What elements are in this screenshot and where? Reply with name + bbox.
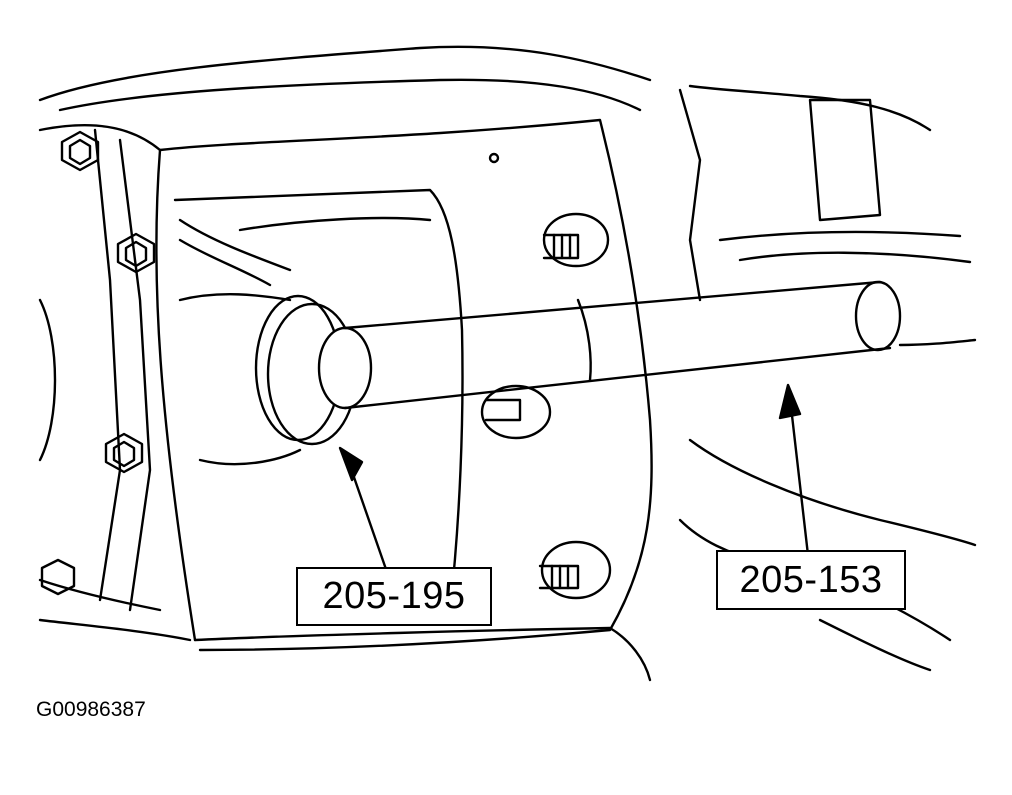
mounting-studs <box>480 152 612 600</box>
extension-housing <box>155 118 653 652</box>
transmission-case <box>38 123 162 612</box>
figure-id: G00986387 <box>36 698 146 721</box>
callout-205-195: 205-195 <box>296 567 492 626</box>
leader-arrows <box>338 383 810 577</box>
bolt-heads <box>40 130 156 596</box>
seal-installer-tool <box>317 280 902 410</box>
callout-205-153: 205-153 <box>716 550 906 610</box>
